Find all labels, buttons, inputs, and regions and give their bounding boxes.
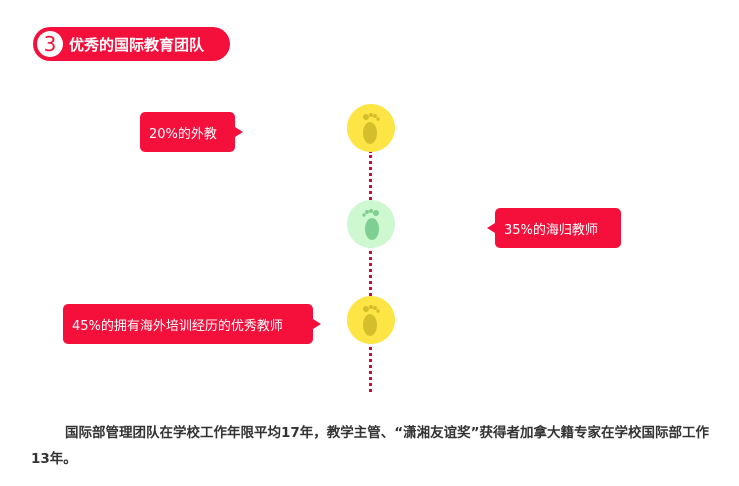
- footprint-icon: [347, 200, 395, 248]
- section-number: 3: [37, 31, 63, 57]
- stat-tag-returnee-teachers: 35%的海归教师: [487, 208, 621, 248]
- section-header: 3 优秀的国际教育团队: [33, 27, 230, 61]
- footprint-icon: [347, 296, 395, 344]
- stat-tag-foreign-teachers: 20%的外教: [140, 112, 243, 152]
- section-title: 优秀的国际教育团队: [69, 35, 205, 54]
- description-paragraph: 国际部管理团队在学校工作年限平均17年，教学主管、“潇湘友谊奖”获得者加拿大籍专…: [31, 425, 710, 467]
- timeline-line: [369, 150, 372, 392]
- stat-tag-trained-teachers: 45%的拥有海外培训经历的优秀教师: [63, 304, 321, 344]
- footprint-icon: [347, 104, 395, 152]
